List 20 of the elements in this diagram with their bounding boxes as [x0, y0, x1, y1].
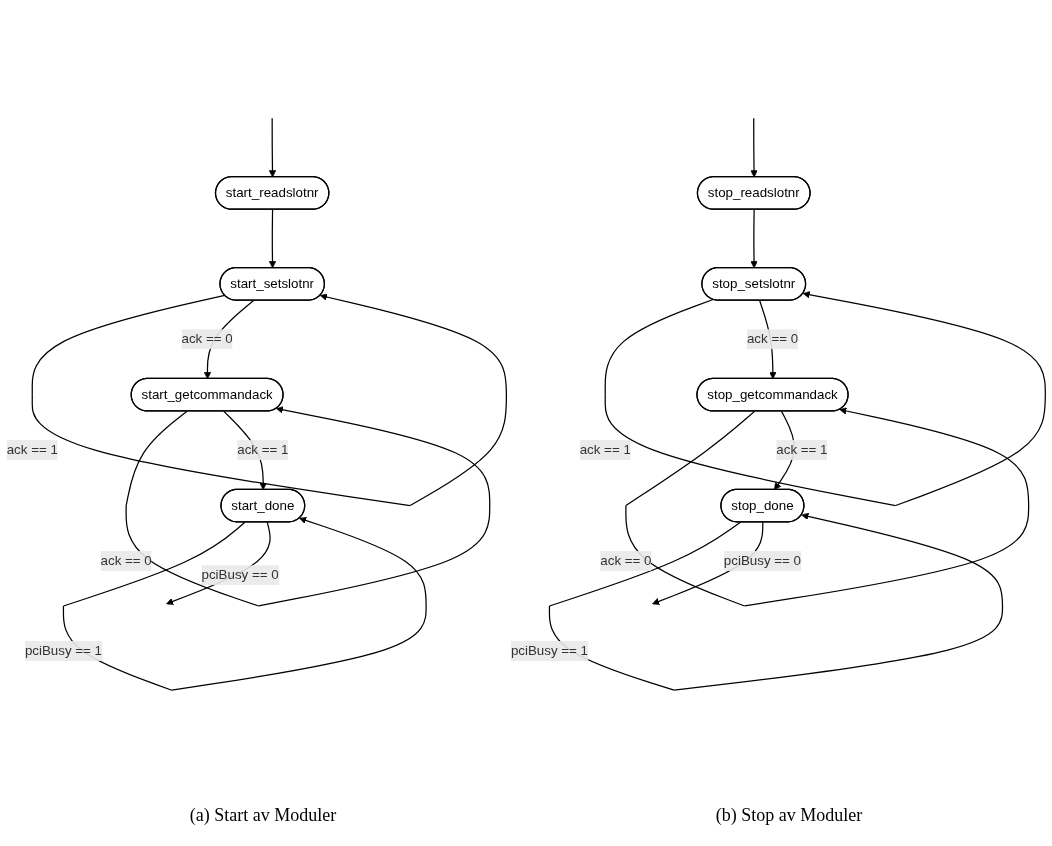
arrow [750, 209, 758, 269]
arrow [750, 117, 758, 178]
edge-label: ack == 1 [579, 442, 631, 457]
edge-label: pciBusy == 1 [510, 643, 588, 658]
arrow [31, 293, 508, 507]
arrow [268, 117, 277, 178]
edge-label: pciBusy == 0 [201, 567, 279, 582]
edge-label: ack == 0 [100, 553, 152, 568]
caption: (a) Start av Moduler [189, 805, 337, 826]
edge-label: pciBusy == 1 [24, 643, 102, 658]
arrow [268, 209, 277, 269]
caption: (b) Stop av Moduler [715, 805, 863, 826]
edge-label: ack == 0 [600, 553, 652, 568]
arrow [604, 291, 1046, 507]
edge-label: ack == 1 [6, 442, 58, 457]
edge-label: pciBusy == 0 [723, 553, 801, 568]
edge-label: ack == 0 [746, 331, 799, 346]
edge-label: ack == 1 [237, 442, 289, 457]
edge-label: ack == 0 [181, 331, 233, 346]
edge-label: ack == 1 [776, 442, 828, 457]
